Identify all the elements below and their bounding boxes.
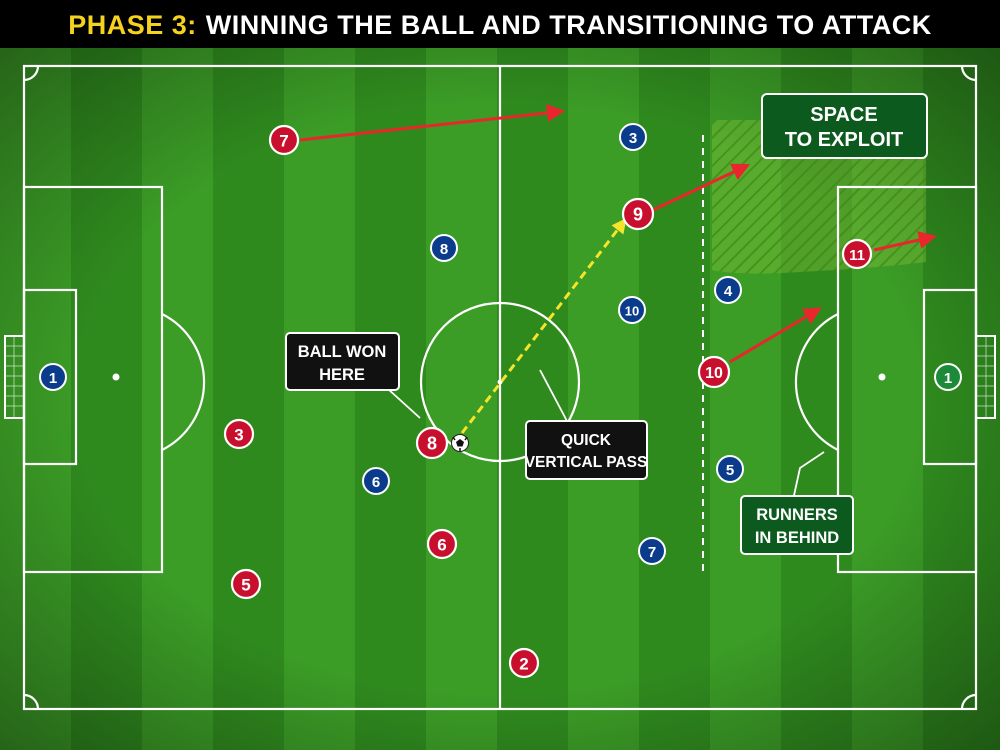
svg-text:1: 1 <box>944 370 952 387</box>
callout-ball-won-line2: HERE <box>319 366 365 384</box>
callout-space-line1: SPACE <box>810 104 877 126</box>
run-arrow-red-11 <box>873 231 937 252</box>
run-arrow-red-7 <box>299 104 565 142</box>
svg-text:11: 11 <box>849 247 865 264</box>
callout-ball-won-line1: BALL WON <box>298 343 387 361</box>
run-arrow-red-10 <box>729 307 822 364</box>
blue-player-5: 5 <box>716 455 744 483</box>
red-player-8: 8 <box>415 426 449 460</box>
svg-text:8: 8 <box>440 241 448 258</box>
pitch: 7 3 8 6 5 2 9 10 11 1 8 6 3 10 7 4 5 1 B… <box>0 48 1000 750</box>
blue-player-4: 4 <box>714 276 742 304</box>
title-text: WINNING THE BALL AND TRANSITIONING TO AT… <box>205 9 932 40</box>
penalty-spot-right <box>878 373 886 381</box>
title-phase-label: PHASE 3: <box>68 9 197 40</box>
callout-runners-line2: IN BEHIND <box>755 529 839 547</box>
title-bar: PHASE 3: WINNING THE BALL AND TRANSITION… <box>0 0 1000 50</box>
blue-player-7: 7 <box>638 537 666 565</box>
svg-text:9: 9 <box>633 205 643 225</box>
callout-runners: RUNNERS IN BEHIND <box>740 495 854 555</box>
svg-text:1: 1 <box>49 370 57 387</box>
run-arrow-red-9 <box>652 163 751 212</box>
penalty-spot-left <box>112 373 120 381</box>
blue-player-1: 1 <box>39 363 67 391</box>
red-player-2: 2 <box>508 647 540 679</box>
callout-quick-pass-line1: QUICK <box>561 432 612 449</box>
blue-player-8: 8 <box>430 234 458 262</box>
svg-text:8: 8 <box>427 434 437 454</box>
svg-text:10: 10 <box>705 365 723 382</box>
blue-team: 1 8 6 3 10 7 4 5 <box>39 123 744 565</box>
svg-text:6: 6 <box>372 474 380 491</box>
svg-text:7: 7 <box>648 544 656 561</box>
callout-ball-won: BALL WON HERE <box>285 332 400 391</box>
red-player-10: 10 <box>697 355 731 389</box>
callout-quick-pass-line2: VERTICAL PASS <box>525 454 648 471</box>
pass-arrow <box>460 218 627 434</box>
blue-player-6: 6 <box>362 467 390 495</box>
svg-text:6: 6 <box>437 536 446 555</box>
svg-text:2: 2 <box>519 655 528 674</box>
callout-space-line2: TO EXPLOIT <box>785 129 904 151</box>
red-player-3: 3 <box>223 418 255 450</box>
red-team: 7 3 8 6 5 2 9 10 11 <box>223 124 873 679</box>
svg-text:10: 10 <box>625 304 639 319</box>
callout-quick-pass: QUICK VERTICAL PASS <box>525 420 648 480</box>
svg-text:4: 4 <box>724 283 733 300</box>
red-player-7: 7 <box>268 124 300 156</box>
red-player-11: 11 <box>841 238 873 270</box>
green-player-1: 1 <box>934 363 962 391</box>
callout-runners-line1: RUNNERS <box>756 506 838 524</box>
red-player-6: 6 <box>426 528 458 560</box>
svg-text:7: 7 <box>279 132 288 151</box>
blue-player-10: 10 <box>618 296 646 324</box>
svg-text:5: 5 <box>241 576 250 595</box>
callout-space-to-exploit: SPACE TO EXPLOIT <box>761 93 928 159</box>
svg-text:3: 3 <box>234 426 243 445</box>
blue-player-3: 3 <box>619 123 647 151</box>
soccer-ball-icon <box>451 434 469 452</box>
run-arrows <box>299 104 937 364</box>
goal-nets <box>5 336 995 418</box>
callout-connectors <box>387 369 825 501</box>
svg-text:5: 5 <box>726 462 734 479</box>
red-player-9: 9 <box>621 197 655 231</box>
red-player-5: 5 <box>230 568 262 600</box>
svg-text:3: 3 <box>629 130 637 147</box>
